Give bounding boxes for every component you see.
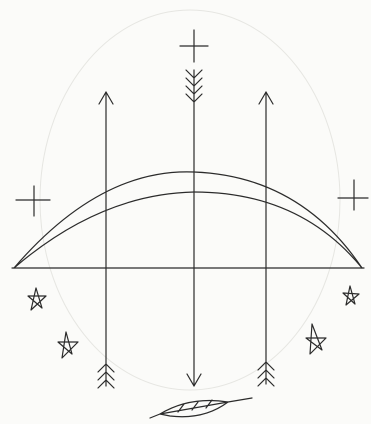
feather-icon [150, 398, 252, 418]
star-icon-left-upper [28, 288, 46, 310]
arrow-up-right-icon [258, 92, 274, 386]
cross-icon-left [16, 186, 50, 216]
star-icon-left-lower [58, 332, 78, 358]
arrow-down-center-icon [186, 70, 202, 386]
star-icon-right-lower [306, 324, 326, 354]
bow-icon [14, 172, 362, 268]
arrow-up-left-icon [98, 92, 114, 388]
cross-icon-top [180, 30, 208, 62]
star-icon-right-upper [343, 286, 359, 305]
faint-background-circle [40, 10, 340, 390]
cross-icon-right [338, 180, 368, 210]
